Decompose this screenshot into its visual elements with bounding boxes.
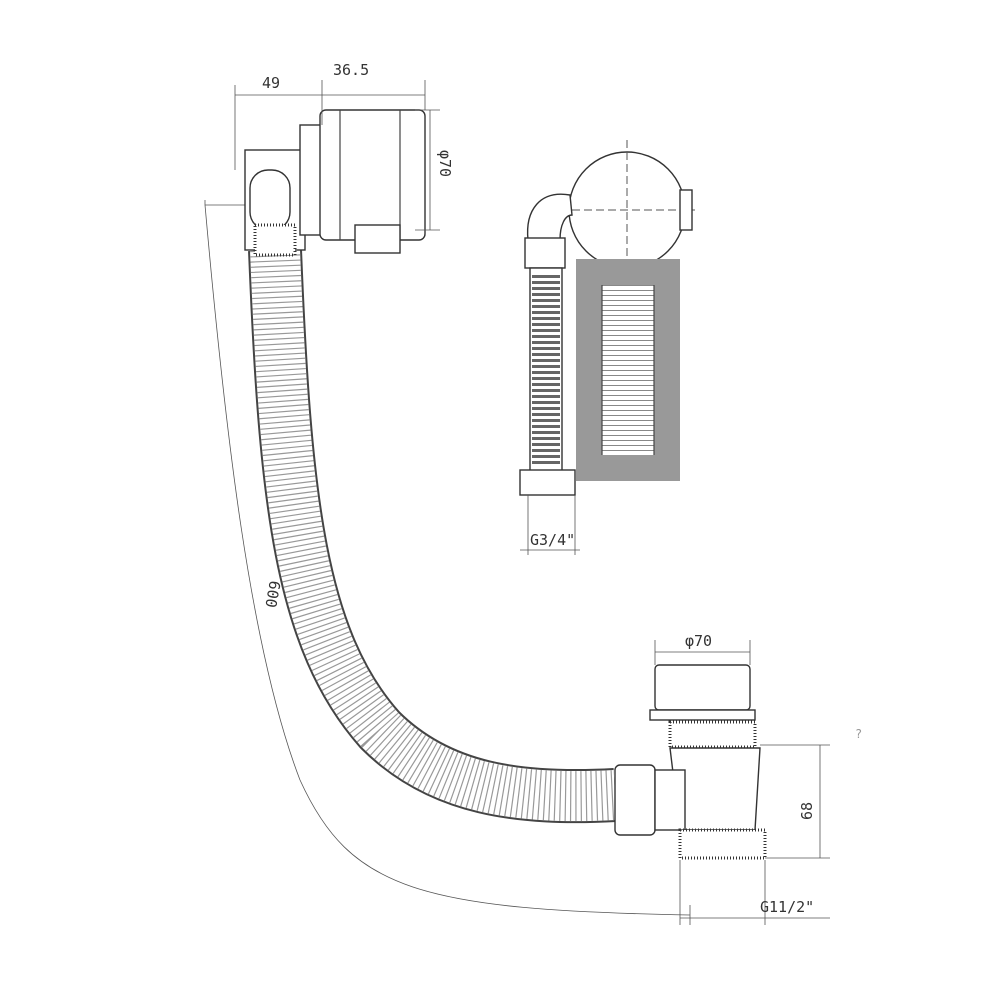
hose-length-dimension-line [204, 200, 691, 925]
overflow-body-label: 36.5 [333, 61, 369, 79]
overflow-diameter-label: φ70 [436, 150, 454, 177]
waste-height-label: 68 [798, 802, 816, 820]
waste-dimensions [654, 640, 830, 925]
click-clack-waste [614, 664, 767, 860]
overflow-head [244, 109, 426, 257]
side-corrugated-hose [601, 285, 655, 455]
waste-diameter-label: φ70 [685, 632, 712, 650]
overflow-dimensions [234, 80, 440, 231]
connector-thread-label: G3/4" [530, 531, 575, 549]
corrugated-hose [248, 248, 617, 824]
overflow-depth-label: 49 [262, 74, 280, 92]
partial-mark: ? [855, 727, 862, 741]
braided-hose [519, 267, 580, 555]
waste-thread-label: G11/2" [760, 898, 814, 916]
hose-length-label: 600 [261, 579, 283, 609]
